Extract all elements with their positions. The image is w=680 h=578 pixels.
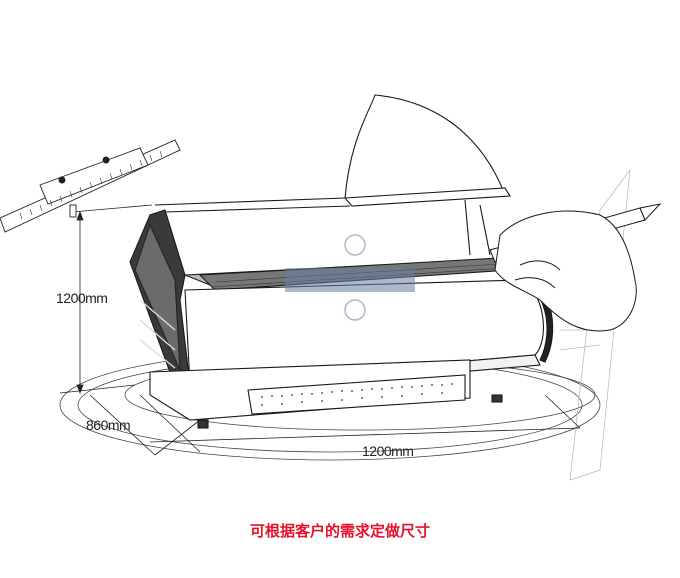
depth-dimension-label: 860mm [86,417,131,433]
width-dimension-label: 1200mm [362,443,414,459]
width-dimension-line [149,394,581,456]
height-dimension-label: 1200mm [56,290,108,306]
custom-size-caption: 可根据客户的需求定做尺寸 [249,522,430,540]
height-dimension-line [59,204,153,395]
watermark-logo-icon [285,234,415,321]
pencil-hand-icon [489,203,662,332]
depth-dimension-line [89,394,201,456]
measuring-ruler-icon [0,139,181,233]
display-cabinet-icon [129,94,554,429]
